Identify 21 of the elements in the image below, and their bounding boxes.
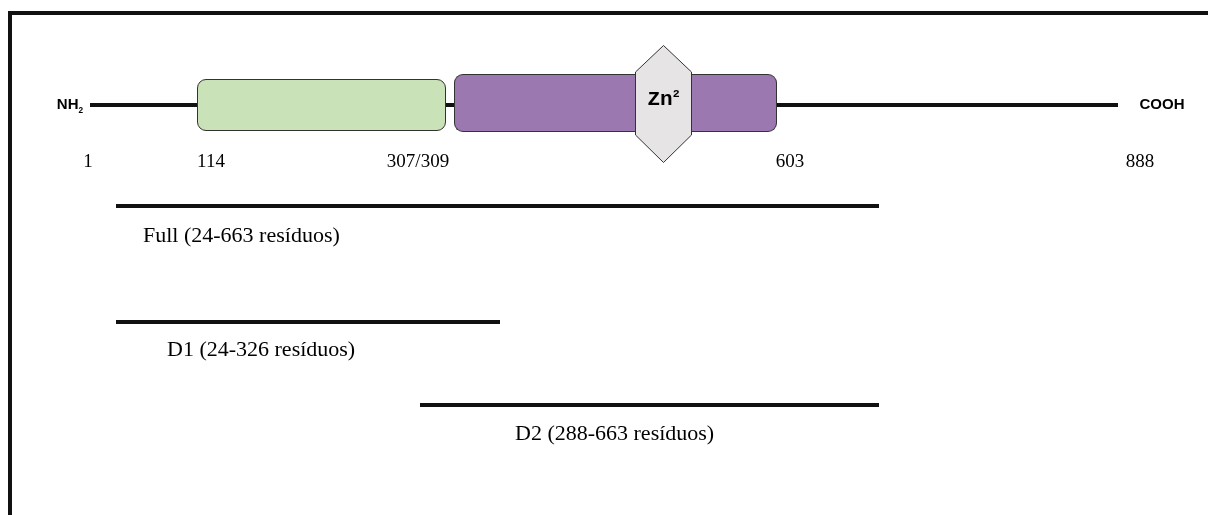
- zinc-binding-hexagon: [635, 45, 692, 163]
- backbone-line: [777, 103, 1118, 107]
- backbone-line: [446, 103, 454, 107]
- construct-bar: [116, 320, 500, 324]
- protein-domain-box: [454, 74, 635, 132]
- residue-number: 888: [1124, 150, 1156, 172]
- residue-number: 603: [774, 150, 806, 172]
- construct-caption: Full (24-663 resíduos): [143, 222, 340, 248]
- terminus-label: NH$_{2}$: [55, 95, 85, 115]
- construct-caption: D1 (24-326 resíduos): [167, 336, 356, 362]
- backbone-line: [90, 103, 197, 107]
- ion-label: Zn$^{2}$: [646, 87, 681, 111]
- protein-domain-box: [692, 74, 777, 132]
- construct-bar: [116, 204, 879, 208]
- residue-number: 1: [82, 150, 94, 172]
- residue-number: 307/309: [385, 150, 451, 172]
- residue-number: 114: [196, 150, 226, 172]
- construct-caption: D2 (288-663 resíduos): [515, 420, 715, 446]
- terminus-label: COOH: [1138, 95, 1186, 112]
- construct-bar: [420, 403, 879, 407]
- protein-domain-box: [197, 79, 446, 131]
